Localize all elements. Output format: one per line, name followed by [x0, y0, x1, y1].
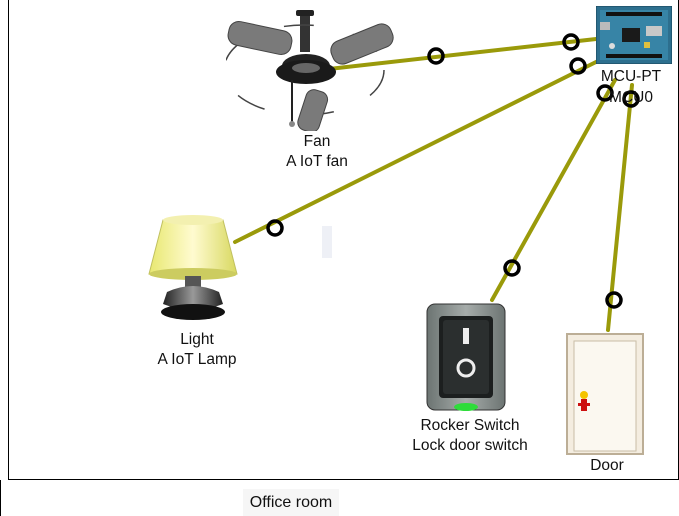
rocker-switch-icon: [426, 303, 506, 411]
port-switch-link-a[interactable]: [503, 259, 521, 277]
mcu-label: MCU-PT MCU0: [590, 66, 672, 108]
ceiling-fan-icon: [223, 10, 394, 133]
link-light-mcu[interactable]: [233, 58, 602, 244]
light-label: Light A IoT Lamp: [132, 330, 262, 370]
port-door-link-a[interactable]: [605, 291, 623, 309]
switch-name: Rocker Switch: [420, 417, 520, 434]
link-door-mcu[interactable]: [606, 83, 634, 332]
port-light-link-a[interactable]: [266, 219, 284, 237]
door-icon: [566, 333, 644, 455]
device-light[interactable]: [145, 212, 241, 324]
port-fan-link-a[interactable]: [427, 47, 445, 65]
status-area: [0, 480, 679, 516]
light-name: Light: [180, 331, 214, 348]
table-lamp-icon: [148, 215, 238, 320]
device-door[interactable]: [566, 333, 644, 455]
room-label[interactable]: Office room: [243, 489, 339, 516]
port-light-link-b[interactable]: [569, 57, 587, 75]
mcu-name: MCU-PT: [600, 68, 662, 85]
selection-marker: [322, 226, 332, 258]
fan-name: Fan: [303, 133, 331, 150]
port-fan-link-b[interactable]: [562, 33, 580, 51]
device-rocker-switch[interactable]: [425, 302, 507, 414]
microcontroller-board-icon: [595, 5, 673, 65]
door-label: Door: [572, 456, 642, 476]
switch-description: Lock door switch: [412, 437, 528, 454]
device-mcu[interactable]: [595, 5, 673, 65]
port-door-link-b[interactable]: [622, 90, 640, 108]
fan-label: Fan A IoT fan: [262, 132, 372, 172]
device-fan[interactable]: [223, 6, 406, 133]
mcu-id: MCU0: [609, 89, 653, 106]
link-switch-mcu[interactable]: [490, 78, 617, 302]
fan-description: A IoT fan: [286, 153, 348, 170]
door-name: Door: [590, 457, 624, 474]
light-description: A IoT Lamp: [157, 351, 237, 368]
switch-label: Rocker Switch Lock door switch: [395, 416, 545, 456]
port-switch-link-b[interactable]: [596, 84, 614, 102]
link-fan-mcu[interactable]: [318, 36, 607, 72]
